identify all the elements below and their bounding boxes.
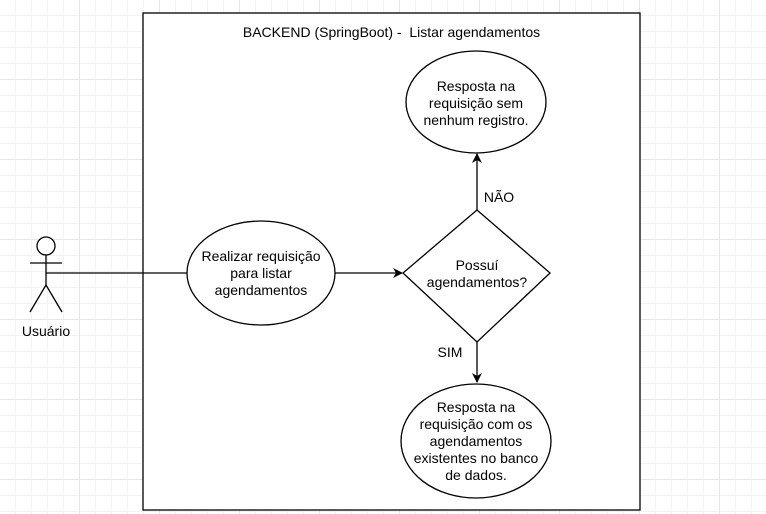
no-records-use-case xyxy=(405,50,547,154)
yes-edge-label: SIM xyxy=(437,343,463,360)
decision-label: Possuí agendamentos? xyxy=(426,257,528,290)
with-records-use-case xyxy=(400,383,552,499)
actor-icon xyxy=(29,236,63,313)
no-edge-label: NÃO xyxy=(483,188,515,205)
no-records-label: Resposta na requisição sem nenhum regist… xyxy=(423,77,529,128)
with-records-label: Resposta na requisição com os agendament… xyxy=(413,398,539,483)
request-label: Realizar requisição para listar agendame… xyxy=(201,247,321,298)
boundary-title: BACKEND (SpringBoot) - Listar agendament… xyxy=(242,23,541,40)
actor-label: Usuário xyxy=(21,322,71,339)
